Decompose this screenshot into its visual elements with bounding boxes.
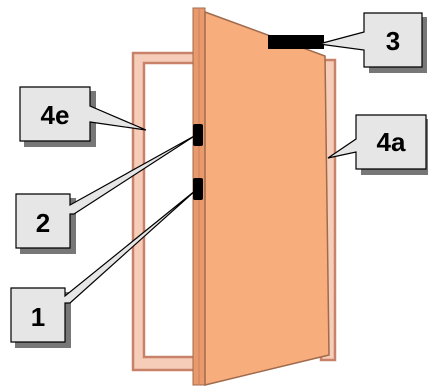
door-frame-outline — [131, 51, 198, 372]
upper-hardware — [193, 124, 203, 146]
callout-4a-label: 4a — [377, 127, 406, 157]
callout-4e: 4e — [19, 86, 147, 147]
callout-2: 2 — [15, 134, 197, 254]
callout-3-label: 3 — [386, 26, 400, 56]
door-leaf — [204, 10, 330, 386]
callout-2-label: 2 — [36, 208, 50, 238]
callout-1-label: 1 — [31, 302, 45, 332]
door-closer — [268, 35, 324, 49]
callout-4e-label: 4e — [41, 100, 70, 130]
callout-1: 1 — [10, 189, 197, 348]
callout-3: 3 — [318, 12, 427, 73]
lower-hardware — [193, 178, 203, 200]
callout-4a: 4a — [327, 114, 428, 175]
